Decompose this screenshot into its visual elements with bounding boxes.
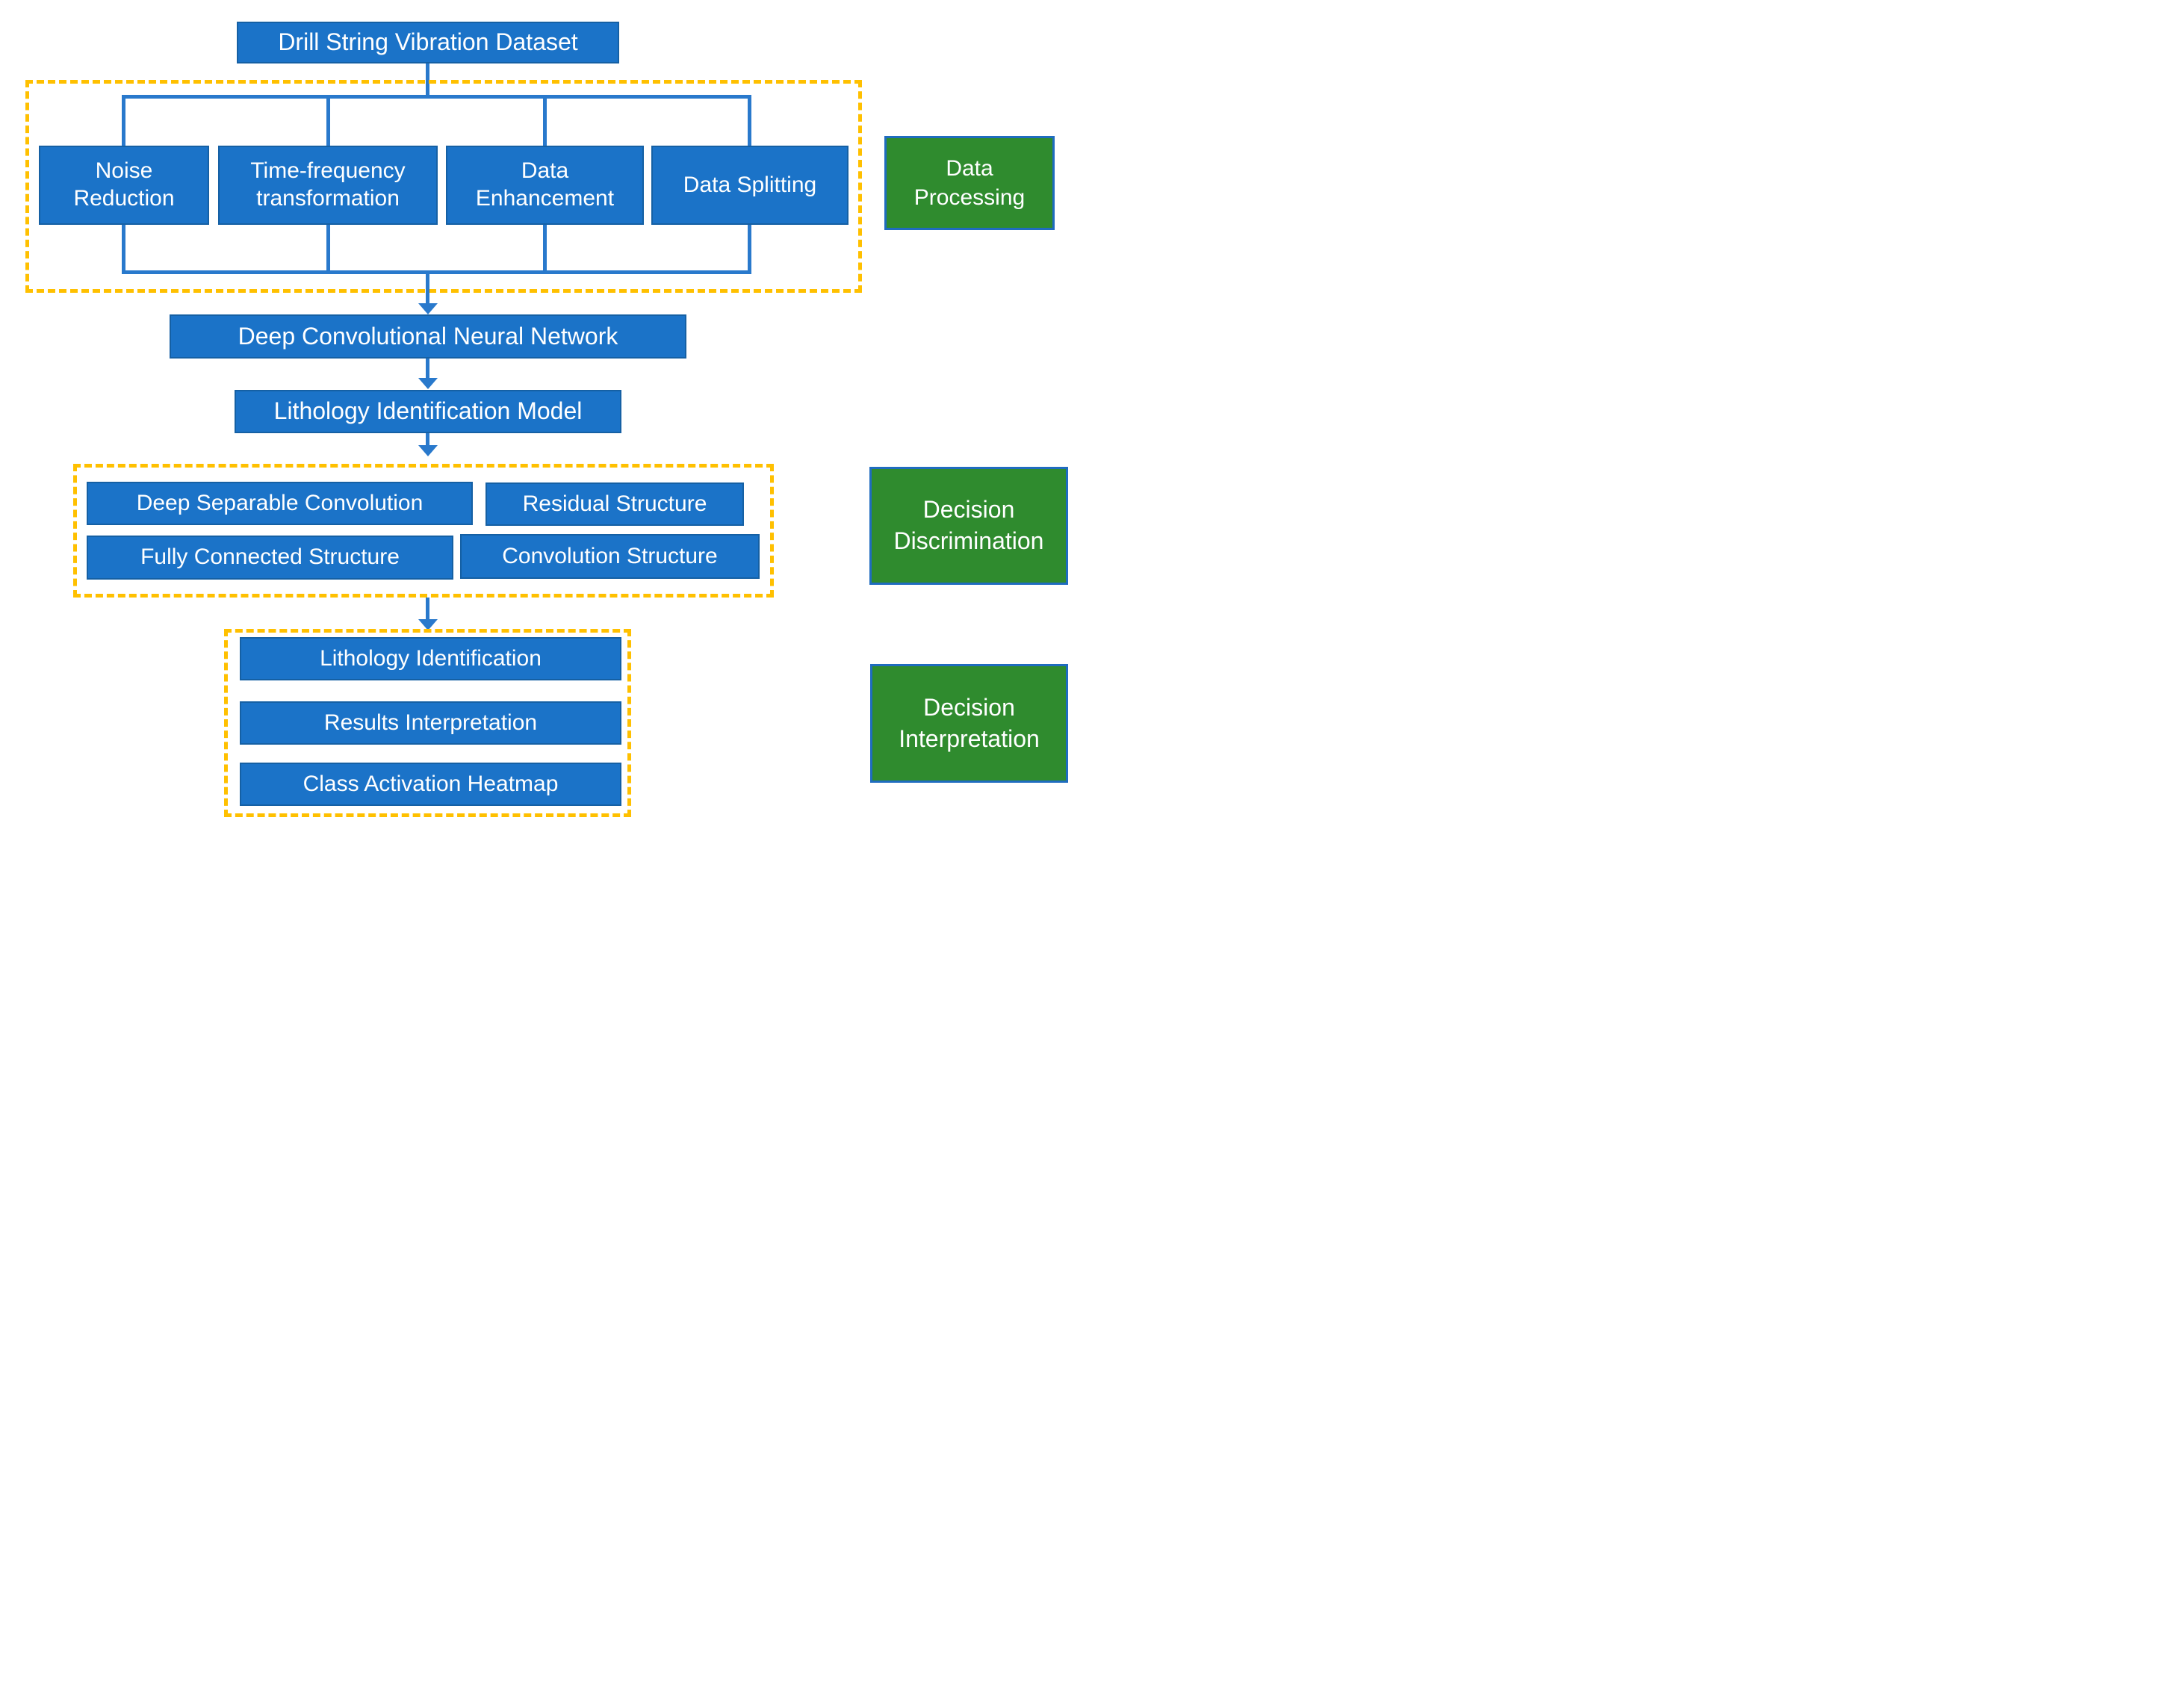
flowchart-diagram: Drill String Vibration Dataset Noise Red… [0, 0, 1092, 842]
lithology-identification-box: Lithology Identification [240, 637, 621, 680]
connector-line [748, 95, 751, 146]
data-processing-group [25, 80, 862, 293]
arrow-down-head-icon [418, 303, 438, 314]
data-splitting-box: Data Splitting [651, 146, 849, 225]
connector-line [543, 225, 547, 274]
arrow-down-head-icon [418, 445, 438, 456]
connector-line [426, 359, 429, 378]
arrow-down-head-icon [418, 378, 438, 389]
class-activation-heatmap-box: Class Activation Heatmap [240, 763, 621, 806]
time-frequency-box: Time-frequency transformation [218, 146, 438, 225]
deep-separable-convolution-box: Deep Separable Convolution [87, 482, 473, 525]
connector-line [326, 225, 330, 274]
dcnn-box: Deep Convolutional Neural Network [170, 314, 686, 359]
dataset-box: Drill String Vibration Dataset [237, 22, 619, 63]
arrow-down-head-icon [418, 619, 438, 630]
data-enhancement-box: Data Enhancement [446, 146, 644, 225]
connector-line [543, 95, 547, 146]
convolution-structure-box: Convolution Structure [460, 534, 760, 579]
connector-line [748, 225, 751, 274]
lithology-model-box: Lithology Identification Model [235, 390, 621, 433]
decision-discrimination-group [73, 464, 774, 598]
noise-reduction-box: Noise Reduction [39, 146, 209, 225]
connector-line [426, 272, 429, 303]
decision-interpretation-label-box: Decision Interpretation [870, 664, 1068, 783]
connector-line [426, 598, 429, 619]
connector-line [326, 95, 330, 146]
decision-interpretation-group [224, 629, 631, 817]
connector-line [426, 433, 429, 445]
residual-structure-box: Residual Structure [485, 482, 744, 526]
connector-line [122, 225, 125, 274]
results-interpretation-box: Results Interpretation [240, 701, 621, 745]
fully-connected-structure-box: Fully Connected Structure [87, 536, 453, 580]
connector-line [122, 95, 751, 99]
data-processing-label-box: Data Processing [884, 136, 1055, 230]
decision-discrimination-label-box: Decision Discrimination [869, 467, 1068, 585]
connector-line [122, 95, 125, 146]
connector-line [122, 270, 751, 274]
